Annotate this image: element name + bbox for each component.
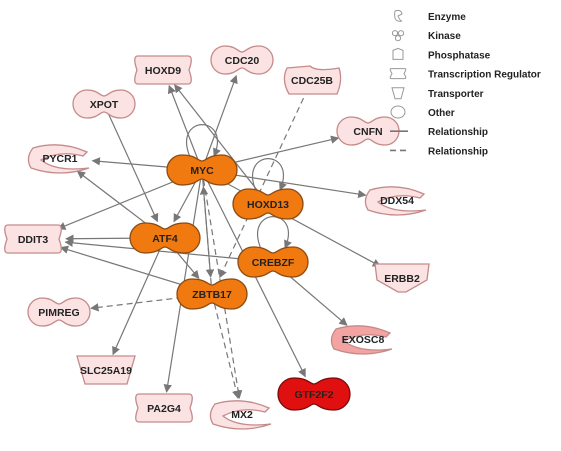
- edge-atf4-slc25a19: [112, 237, 166, 356]
- legend-label: Enzyme: [428, 12, 466, 23]
- edge-hoxd13-hoxd9: [174, 84, 269, 205]
- edge-hoxd13-hoxd13: [252, 158, 287, 192]
- legend-item-0: Enzyme: [394, 9, 466, 23]
- legend-label: Relationship: [428, 146, 488, 157]
- legend-item-5: Other: [390, 105, 455, 119]
- edge-myc-myc: [186, 124, 221, 158]
- edge-zbtb17-myc: [199, 186, 213, 295]
- node-label-pycr1: PYCR1: [42, 153, 77, 165]
- node-pimreg[interactable]: PIMREG: [27, 297, 91, 327]
- node-cdc20[interactable]: CDC20: [210, 45, 274, 75]
- legend-item-6: Relationship: [390, 127, 488, 138]
- edges-layer: [57, 74, 382, 399]
- node-label-cdc25b: CDC25B: [291, 75, 333, 87]
- node-label-cdc20: CDC20: [225, 55, 260, 67]
- node-label-xpot: XPOT: [90, 99, 119, 111]
- node-label-ddx54: DDX54: [380, 195, 414, 207]
- legend-item-4: Transporter: [391, 87, 484, 100]
- legend-label: Other: [428, 108, 455, 119]
- node-label-crebzf: CREBZF: [252, 257, 295, 269]
- edge-cdc25b-zbtb17: [219, 79, 313, 279]
- node-cdc25b[interactable]: CDC25B: [283, 65, 342, 95]
- edge-myc-hoxd9: [167, 84, 203, 171]
- kinase-icon: [391, 30, 405, 42]
- edge-xpot-atf4: [103, 103, 159, 223]
- node-pa2g4[interactable]: PA2G4: [135, 393, 193, 423]
- legend-label: Phosphatase: [428, 50, 491, 61]
- node-label-erbb2: ERBB2: [384, 273, 420, 285]
- node-hoxd9[interactable]: HOXD9: [134, 55, 192, 85]
- node-label-mx2: MX2: [231, 409, 253, 421]
- node-ddx54[interactable]: DDX54: [364, 186, 427, 216]
- node-label-hoxd9: HOXD9: [145, 65, 181, 77]
- node-label-cnfn: CNFN: [353, 126, 382, 138]
- node-xpot[interactable]: XPOT: [72, 89, 136, 119]
- legend-label: Kinase: [428, 31, 461, 42]
- transporter-icon: [391, 87, 405, 100]
- node-label-pa2g4: PA2G4: [147, 403, 181, 415]
- node-gtf2f2[interactable]: GTF2F2: [277, 377, 351, 411]
- legend-label: Relationship: [428, 127, 488, 138]
- node-ddit3[interactable]: DDIT3: [4, 224, 62, 254]
- node-label-zbtb17: ZBTB17: [192, 289, 232, 301]
- node-label-myc: MYC: [190, 165, 214, 177]
- node-label-slc25a19: SLC25A19: [80, 365, 132, 377]
- node-label-exosc8: EXOSC8: [342, 334, 385, 346]
- node-label-ddit3: DDIT3: [18, 234, 48, 246]
- edge-myc-cdc20: [201, 74, 238, 171]
- legend-item-3: Transcription Regulator: [389, 68, 541, 81]
- node-cnfn[interactable]: CNFN: [336, 116, 400, 146]
- transcription-regulator-icon: [389, 68, 407, 80]
- node-zbtb17[interactable]: ZBTB17: [176, 278, 248, 310]
- node-label-hoxd13: HOXD13: [247, 199, 289, 211]
- node-hoxd13[interactable]: HOXD13: [232, 188, 304, 220]
- node-label-atf4: ATF4: [152, 233, 178, 245]
- node-mx2[interactable]: MX2: [209, 400, 272, 430]
- legend-item-2: Phosphatase: [392, 47, 491, 61]
- edge-crebzf-crebzf: [257, 216, 292, 250]
- node-label-pimreg: PIMREG: [38, 307, 79, 319]
- node-myc[interactable]: MYC: [166, 154, 238, 186]
- node-erbb2[interactable]: ERBB2: [374, 263, 430, 293]
- node-slc25a19[interactable]: SLC25A19: [76, 355, 136, 385]
- legend-label: Transcription Regulator: [428, 70, 541, 81]
- node-label-gtf2f2: GTF2F2: [294, 389, 333, 401]
- legend-item-7: Relationship: [390, 146, 488, 157]
- legend-label: Transporter: [428, 89, 484, 100]
- node-crebzf[interactable]: CREBZF: [237, 246, 309, 278]
- node-exosc8[interactable]: EXOSC8: [330, 325, 393, 355]
- other-icon: [390, 105, 406, 119]
- enzyme-icon: [394, 9, 403, 22]
- legend-item-1: Kinase: [391, 30, 461, 42]
- node-pycr1[interactable]: PYCR1: [27, 144, 90, 174]
- phosphatase-icon: [392, 47, 404, 60]
- edge-zbtb17-mx2: [211, 293, 241, 399]
- node-atf4[interactable]: ATF4: [129, 222, 201, 254]
